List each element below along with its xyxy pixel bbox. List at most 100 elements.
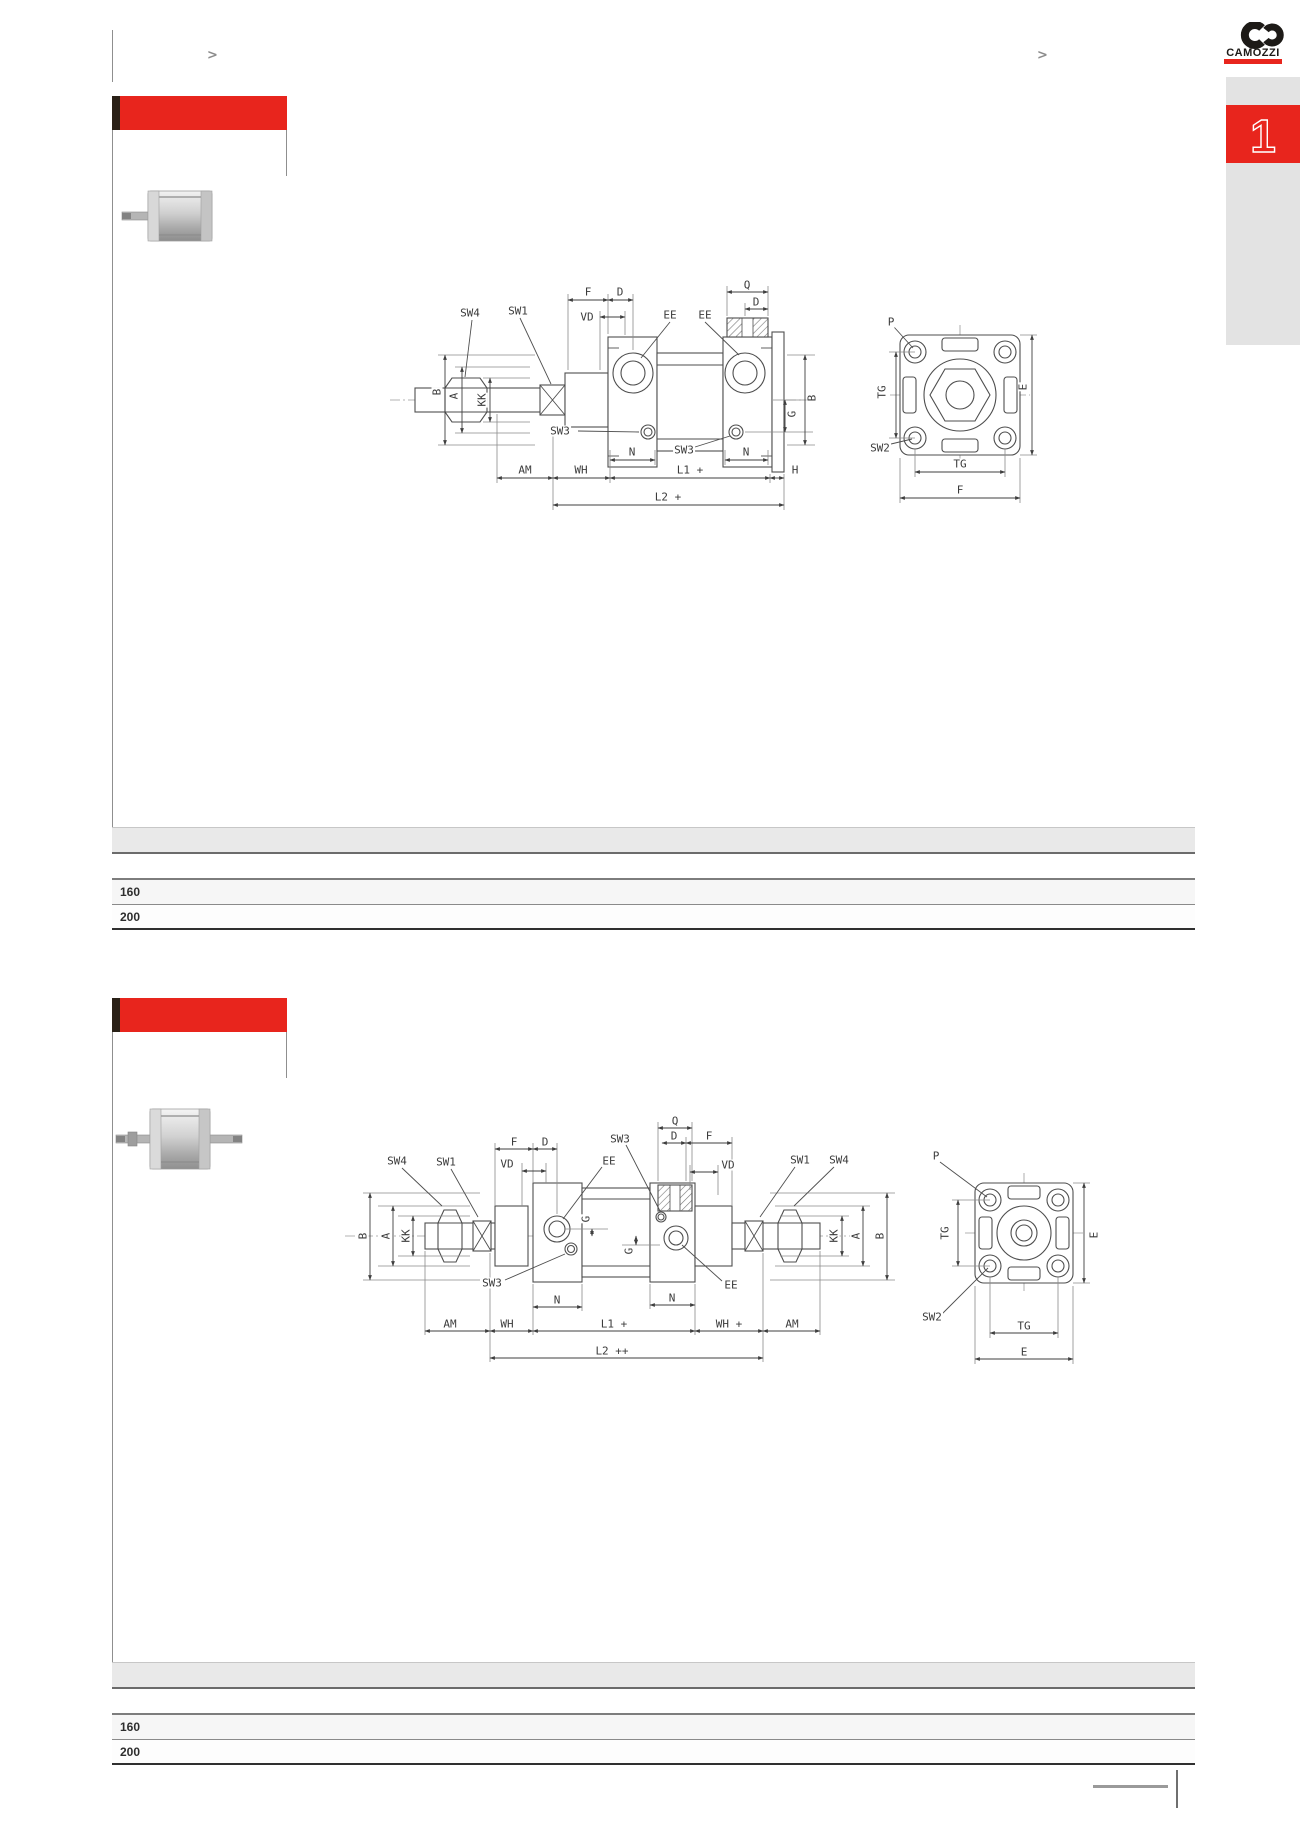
dim-label-tg: TG	[938, 1225, 952, 1241]
footer-vertical-rule	[1176, 1770, 1178, 1808]
dim-label-sw4: SW4	[386, 1154, 408, 1168]
dim-label-sw1: SW1	[789, 1153, 811, 1167]
dim-label-kk: KK	[399, 1228, 413, 1244]
dim-label-n: N	[667, 1291, 677, 1305]
dimension-table-2: 160 200	[112, 1662, 1195, 1765]
dim-label-sw3: SW3	[609, 1132, 631, 1146]
table1-subheader-row	[112, 854, 1195, 880]
section1-right-rule	[286, 130, 287, 176]
table2-subheader-row	[112, 1689, 1195, 1715]
product-photo-through-rod	[112, 1095, 247, 1183]
header-left-rule	[112, 30, 113, 82]
dim-label-a: A	[447, 391, 461, 401]
dim-label-tg: TG	[1016, 1319, 1032, 1333]
dim-label-sw2: SW2	[869, 441, 891, 455]
dim-label-d: D	[669, 1129, 679, 1143]
dim-label-g: G	[785, 409, 799, 419]
section2-left-rule	[112, 1032, 113, 1662]
table1-header-band	[112, 828, 1195, 854]
dim-label-vd: VD	[499, 1157, 515, 1171]
section1-left-rule	[112, 130, 113, 827]
table-row-bore-160: 160	[112, 1715, 1195, 1740]
dim-label-g: G	[622, 1246, 636, 1256]
dim-label-e: E	[1019, 1345, 1029, 1359]
dim-label-b: B	[873, 1231, 887, 1241]
dim-label-vd: VD	[720, 1158, 736, 1172]
section1-title-bar-edge	[112, 96, 120, 130]
bore-size: 160	[120, 1720, 141, 1734]
camozzi-logo-icon	[1240, 21, 1284, 49]
dim-label-n: N	[627, 445, 637, 459]
dim-label-sw3: SW3	[673, 443, 695, 457]
dim-label-q: Q	[742, 278, 752, 292]
footer-horizontal-rule	[1093, 1785, 1168, 1788]
table2-header-band	[112, 1663, 1195, 1689]
table-row-bore-200: 200	[112, 905, 1195, 930]
section2-title-bar	[112, 998, 287, 1032]
dim-label-f: F	[509, 1135, 519, 1149]
table-row-bore-160: 160	[112, 880, 1195, 905]
dim-label-tg: TG	[952, 457, 968, 471]
camozzi-logo: CAMOZZI	[1222, 21, 1284, 66]
dim-label-d: D	[540, 1135, 550, 1149]
dim-label-sw2: SW2	[921, 1310, 943, 1324]
dim-label-ee: EE	[723, 1278, 739, 1292]
camozzi-logo-underline	[1224, 59, 1282, 64]
dim-label-l1: L1 +	[599, 1317, 629, 1331]
dim-label-p: P	[886, 315, 896, 329]
dim-label-d: D	[615, 285, 625, 299]
dim-label-e: E	[1016, 382, 1030, 392]
dim-label-tg: TG	[875, 384, 889, 400]
dim-label-f: F	[583, 285, 593, 299]
section2-right-rule	[286, 1032, 287, 1078]
dim-label-wh: WH +	[714, 1317, 744, 1331]
breadcrumb-right-chevron-icon: >	[1037, 48, 1048, 63]
dim-label-l2: L2 ++	[594, 1344, 630, 1358]
dim-label-sw4: SW4	[459, 306, 481, 320]
breadcrumb-left-chevron-icon: >	[207, 48, 218, 63]
dim-label-wh: WH	[499, 1317, 515, 1331]
dim-label-a: A	[379, 1231, 393, 1241]
dim-label-kk: KK	[827, 1228, 841, 1244]
dim-label-p: P	[931, 1149, 941, 1163]
chapter-tab-number-block: 1	[1226, 105, 1300, 163]
chapter-number: 1	[1250, 110, 1276, 162]
section1-title-bar	[112, 96, 287, 130]
dim-label-ee: EE	[601, 1154, 617, 1168]
dim-label-sw1: SW1	[507, 304, 529, 318]
dim-label-am: AM	[784, 1317, 800, 1331]
flange-screws	[978, 1188, 1070, 1278]
dim-label-l2: L2 +	[653, 490, 683, 504]
bore-size: 160	[120, 885, 141, 899]
dim-label-b: B	[430, 387, 444, 397]
dim-label-kk: KK	[475, 392, 489, 408]
product-photo-single-rod	[120, 185, 220, 247]
dim-label-n: N	[741, 445, 751, 459]
dim-label-f: F	[704, 1129, 714, 1143]
dim-label-am: AM	[442, 1317, 458, 1331]
dim-label-wh: WH	[573, 463, 589, 477]
camozzi-logo-text: CAMOZZI	[1226, 47, 1280, 59]
dim-label-ee: EE	[697, 308, 713, 322]
dim-label-q: Q	[670, 1114, 680, 1128]
dim-label-f: F	[955, 483, 965, 497]
dim-label-vd: VD	[579, 310, 595, 324]
dim-label-d: D	[751, 295, 761, 309]
chapter-tab: 1	[1226, 77, 1300, 345]
dimension-table-1: 160 200	[112, 827, 1195, 930]
dim-label-sw3: SW3	[549, 424, 571, 438]
table-row-bore-200: 200	[112, 1740, 1195, 1765]
dim-label-g: G	[579, 1214, 593, 1224]
dim-label-sw1: SW1	[435, 1155, 457, 1169]
section2-title-bar-edge	[112, 998, 120, 1032]
bore-size: 200	[120, 910, 141, 924]
dim-label-b: B	[356, 1231, 370, 1241]
dim-label-l1: L1 +	[675, 463, 705, 477]
dim-label-sw4: SW4	[828, 1153, 850, 1167]
dim-label-b: B	[805, 393, 819, 403]
dim-label-e: E	[1087, 1230, 1101, 1240]
flange-screws	[903, 340, 1017, 450]
